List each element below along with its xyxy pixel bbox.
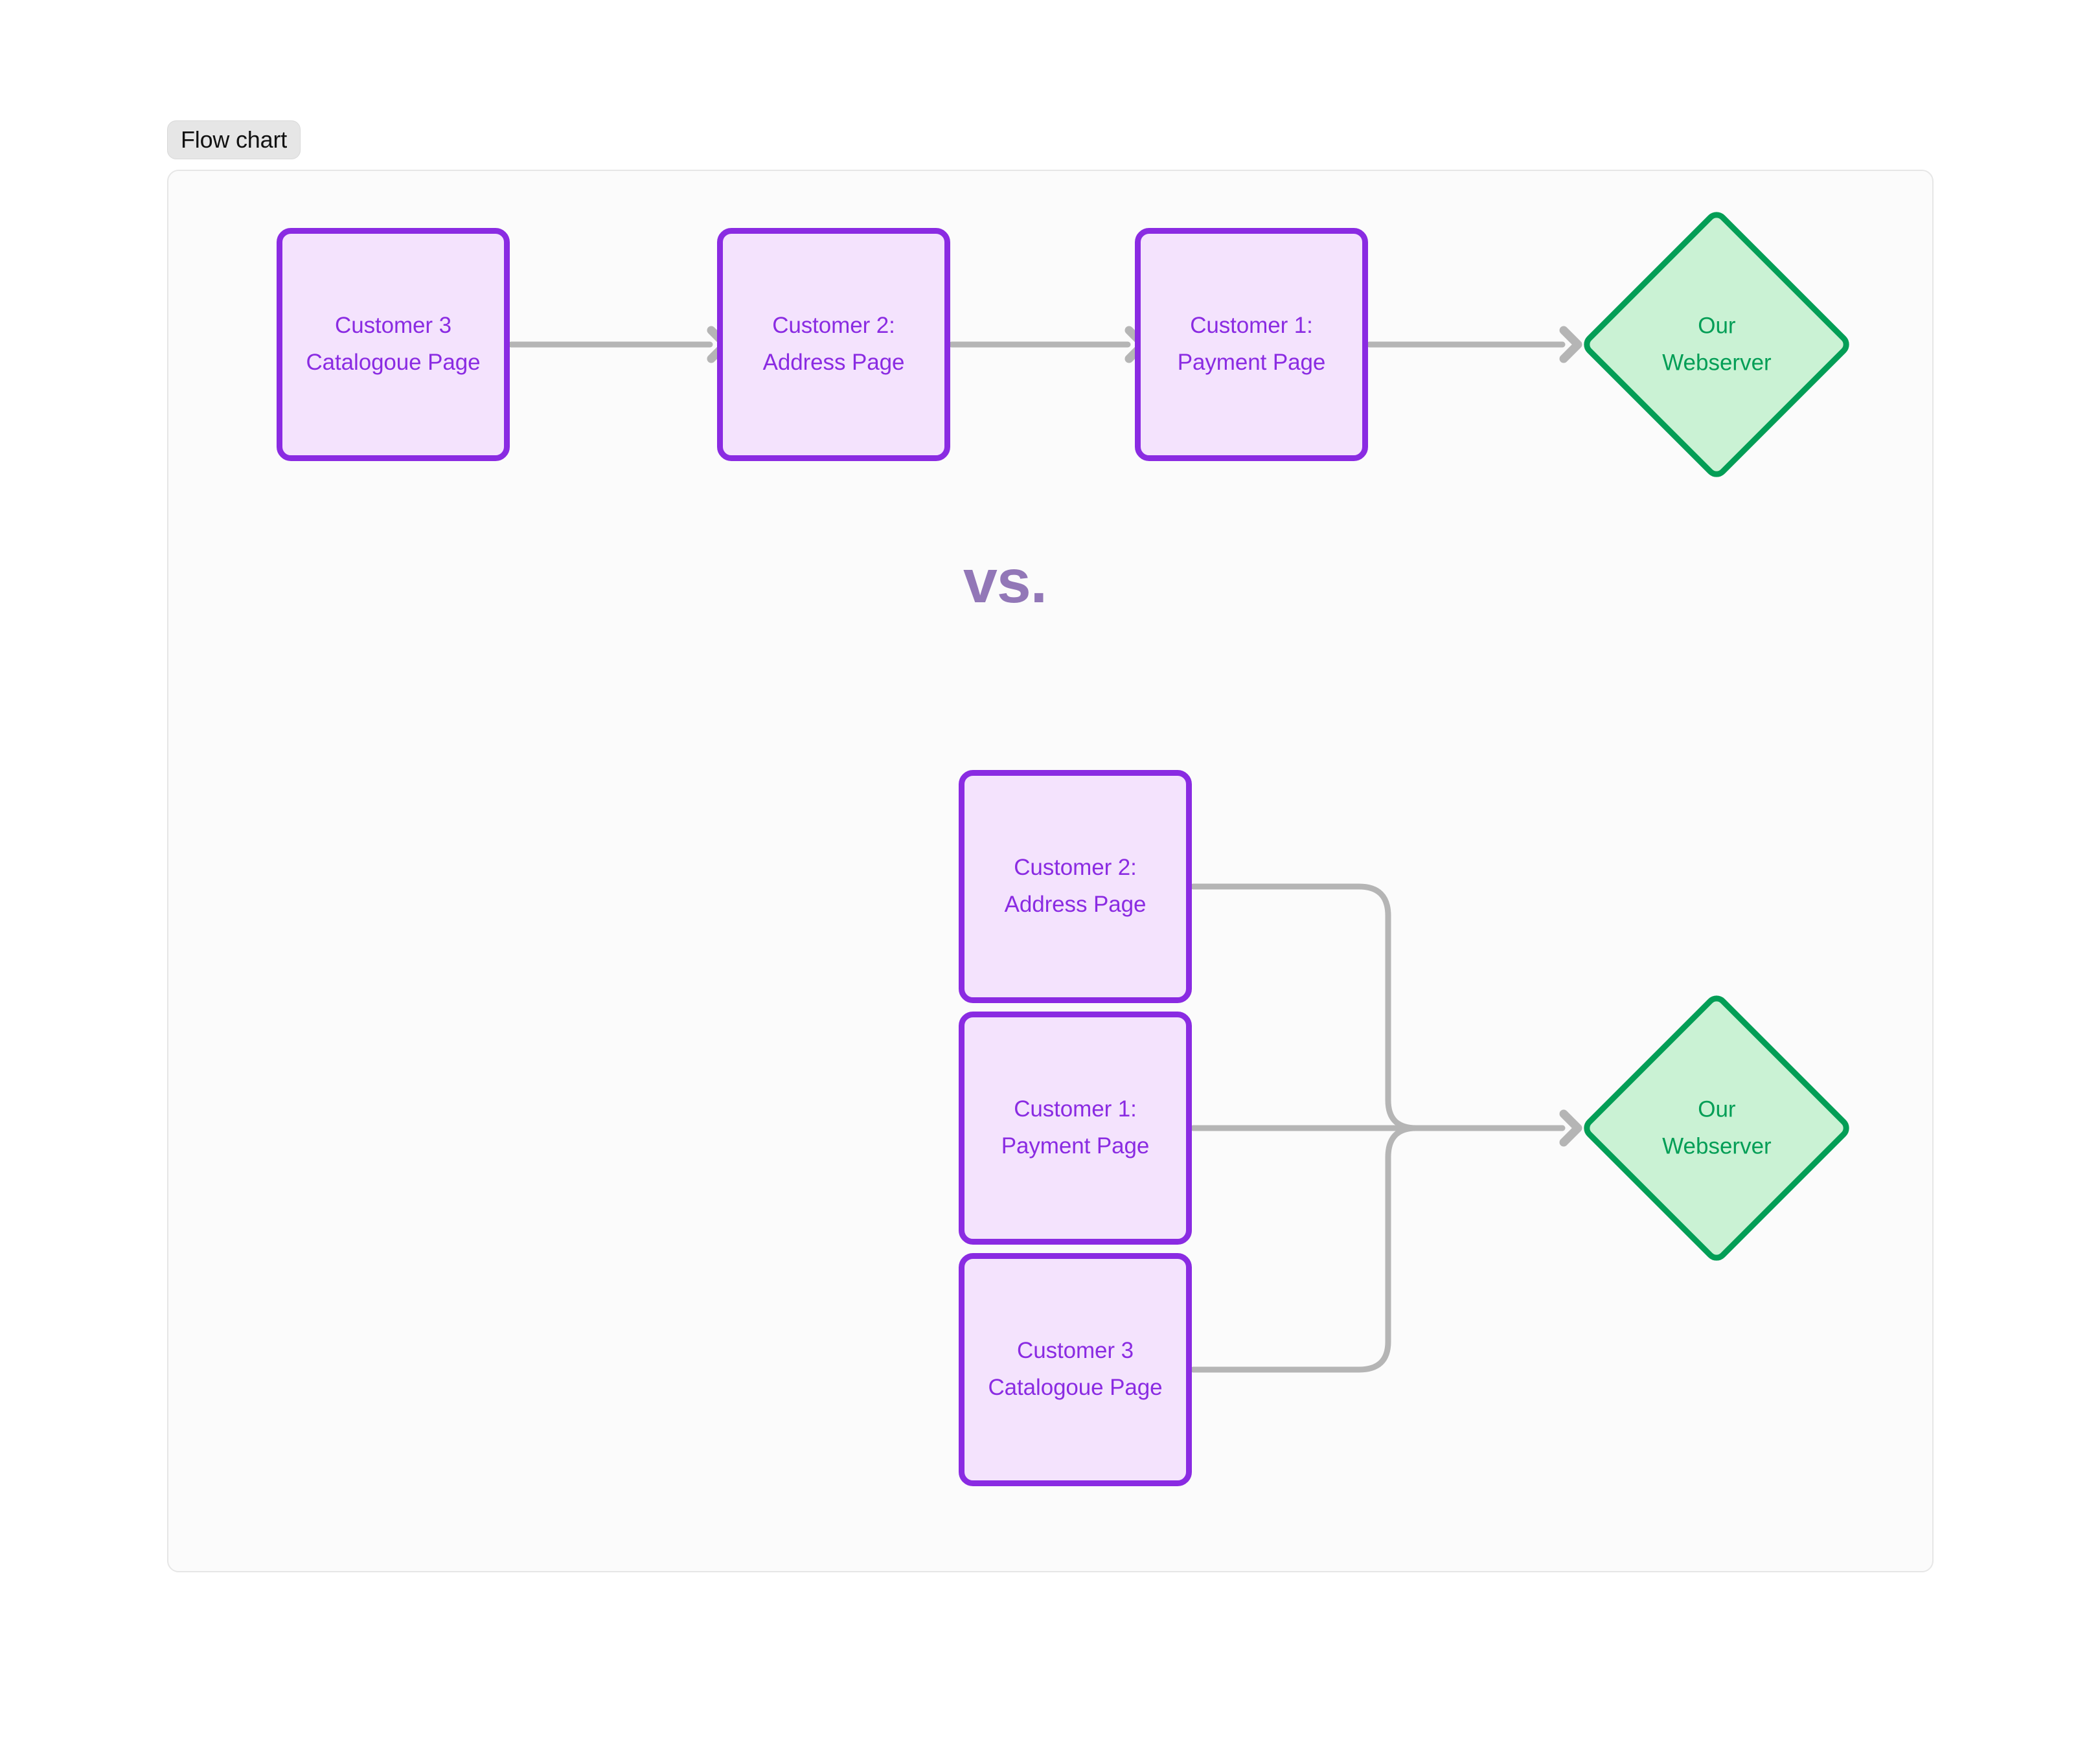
edge-customer1-to-webserver-2 [1190,1114,1578,1142]
node-customer2-address-a[interactable]: Customer 2: Address Page [717,228,950,461]
node-label: Customer 1: Payment Page [1177,313,1326,375]
node-customer1-payment-a[interactable]: Customer 1: Payment Page [1135,228,1368,461]
node-label: Customer 2: Address Page [762,313,905,375]
versus-label: vs. [963,547,1047,616]
diagram-canvas[interactable]: Customer 3 Catalogoue Page Customer 2: A… [168,171,1932,1571]
node-label: Customer 2: Address Page [1004,855,1147,917]
node-customer2-address-b[interactable]: Customer 2: Address Page [959,770,1192,1003]
node-label: Customer 1: Payment Page [1001,1096,1150,1159]
edge-customer2-to-customer1 [948,330,1143,359]
node-label: Our Webserver [1661,1096,1772,1159]
edge-layer [508,171,1935,1373]
diagram-canvas-card: Customer 3 Catalogoue Page Customer 2: A… [167,170,1934,1572]
edge-customer2-to-webserver-2 [1190,883,1419,1131]
tab-flow-chart-label: Flow chart [181,126,288,153]
node-customer3-catalogue-a[interactable]: Customer 3 Catalogoue Page [277,228,510,461]
node-label: Customer 3 Catalogoue Page [988,1338,1163,1400]
edge-customer3-to-customer2 [508,330,725,359]
edge-customer3-to-webserver-2 [1190,1125,1419,1373]
tab-flow-chart[interactable]: Flow chart [167,120,301,159]
node-customer3-catalogue-b[interactable]: Customer 3 Catalogoue Page [959,1253,1192,1486]
node-label: Customer 3 Catalogoue Page [306,313,481,375]
node-customer1-payment-b[interactable]: Customer 1: Payment Page [959,1012,1192,1245]
node-label: Our Webserver [1661,313,1772,375]
edge-customer1-to-webserver [1366,330,1578,359]
